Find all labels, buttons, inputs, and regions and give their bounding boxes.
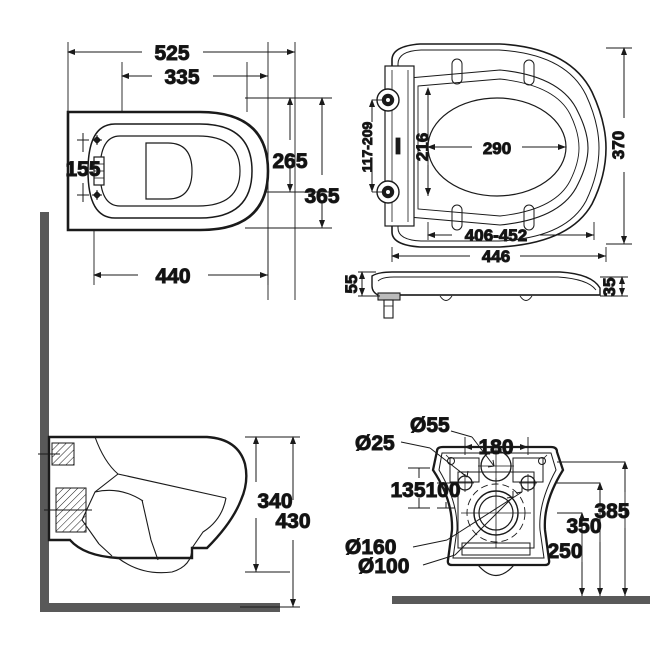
dim-plan-525: 525 [67,42,295,66]
rear-outline-inner [438,452,557,559]
dim-back-385: 385 [594,461,630,596]
dim-side-430: 430 [275,436,311,607]
dim-label-135: 135 [390,479,425,502]
dim-seat-406-452: 406-452 [427,226,594,246]
dim-plan-265: 265 [272,97,308,192]
dim-label-525: 525 [154,42,189,65]
dim-prof-55: 55 [342,271,365,296]
dim-label-290: 290 [483,139,511,158]
dim-label-250: 250 [547,540,582,563]
seat-buffer-slots [451,58,535,231]
outlet-group [461,478,531,548]
pan-side-outline [47,435,248,560]
seat-bumper-right [519,295,533,301]
dim-label-117-209: 117-209 [359,121,375,172]
dim-seat-216: 216 [413,87,433,196]
recess-left [449,457,480,483]
dim-label-265: 265 [272,150,307,173]
dim-label-430: 430 [275,510,310,533]
dim-label-55: 55 [342,275,361,294]
bolt-holes-25 [456,474,537,492]
seat-ring-inner2 [417,78,580,217]
dim-seat-446: 446 [391,247,606,267]
callout-leaders [400,430,523,566]
callout-dia-25: Ø25 [355,432,395,455]
dim-plan-155: 155 [65,140,101,195]
dim-seat-117-209: 117-209 [359,99,376,192]
seat-plan-view: 216 290 370 117-209 406-452 [359,43,632,267]
dim-label-440: 440 [155,265,190,288]
hinge-post [383,299,394,319]
pan-side-inner [81,436,227,574]
callout-dia-100: Ø100 [358,555,409,578]
dim-seat-290: 290 [427,139,566,159]
dim-back-180: 180 [464,436,528,460]
dim-label-385: 385 [594,500,629,523]
dim-label-365: 365 [304,185,339,208]
seat-bumper-left [439,295,453,301]
callout-dia-55: Ø55 [410,414,450,437]
dim-side-340: 340 [253,436,293,572]
rear-floor [392,596,650,604]
bowl-aperture [145,142,193,200]
dim-label-35: 35 [600,278,619,297]
dim-label-370: 370 [609,131,628,159]
dim-back-250: 250 [547,512,585,596]
dim-seat-370: 370 [609,47,629,244]
dim-label-100: 100 [425,479,460,502]
seat-lid-inner [397,49,600,242]
dim-label-446: 446 [482,247,510,266]
dim-plan-440: 440 [93,265,268,289]
dim-plan-335: 335 [121,66,268,90]
top-plan-view: 525 335 440 155 265 [65,42,340,300]
rear-view: 180 135 100 250 350 [345,414,650,604]
pan-outline [66,110,270,232]
dim-plan-365: 365 [304,97,340,228]
dim-back-350: 350 [566,482,603,596]
dim-back-135: 135 [390,468,426,508]
seat-profile-outline [371,271,601,296]
dim-label-340: 340 [257,490,292,513]
floor [40,603,280,612]
seat-ring-outer [87,123,253,219]
dim-label-216: 216 [413,133,432,161]
seat-profile-view: 55 35 [342,271,628,319]
hinge-plate [377,292,401,301]
seat-ring [408,69,589,226]
wall [40,212,49,612]
rear-bottom-arc [477,564,515,577]
side-section-view: 340 430 [38,212,311,612]
hinge-bolts [376,88,400,204]
callout-dia-160: Ø160 [345,536,396,559]
dim-prof-35: 35 [600,276,625,297]
dim-label-155: 155 [65,158,100,181]
dim-label-335: 335 [164,66,199,89]
seat-profile-inner [377,276,597,291]
hinge-catch [395,137,401,155]
dim-label-406-452: 406-452 [465,226,527,245]
dim-back-100: 100 [425,479,461,508]
dim-label-350: 350 [566,515,601,538]
dim-label-180: 180 [478,436,513,459]
recess-right [512,457,544,483]
